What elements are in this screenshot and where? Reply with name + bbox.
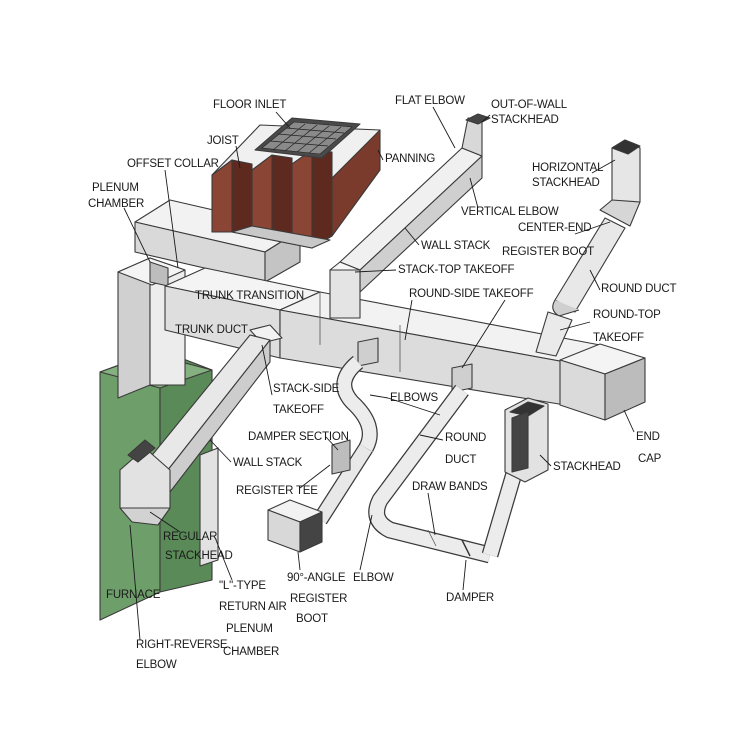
label-trunk-duct: TRUNK DUCT	[175, 324, 248, 336]
label-round-duct-top: ROUND DUCT	[601, 283, 676, 295]
floor-inlet-grille	[254, 117, 361, 159]
label-horizontal-stackhead-2: STACKHEAD	[532, 177, 600, 189]
label-right-reverse-1: RIGHT-REVERSE	[136, 639, 228, 651]
label-regular-stackhead-2: STACKHEAD	[165, 550, 233, 562]
label-l-type-1: "L"-TYPE	[219, 580, 266, 592]
label-register-tee: REGISTER TEE	[236, 485, 318, 497]
label-right-reverse-2: ELBOW	[136, 659, 177, 671]
label-horizontal-stackhead-1: HORIZONTAL	[532, 162, 604, 174]
label-elbows: ELBOWS	[390, 392, 439, 404]
label-panning: PANNING	[385, 153, 435, 165]
wall-stack-left	[119, 324, 283, 526]
label-center-end-1: CENTER-END	[518, 222, 591, 234]
label-end-cap-2: CAP	[638, 453, 662, 465]
label-angle-boot-3: BOOT	[296, 613, 328, 625]
label-trunk-transition: TRUNK TRANSITION	[195, 290, 304, 302]
label-stack-side-1: STACK-SIDE	[273, 383, 340, 395]
label-l-type-2: RETURN AIR	[219, 601, 287, 613]
leader-lines	[123, 106, 635, 641]
label-furnace: FURNACE	[106, 589, 161, 601]
label-damper: DAMPER	[446, 592, 494, 604]
label-l-type-4: CHAMBER	[223, 646, 279, 658]
label-center-end-2: REGISTER BOOT	[502, 246, 594, 258]
label-round-duct-mid-1: ROUND	[445, 432, 486, 444]
label-angle-boot-1: 90°-ANGLE	[287, 572, 346, 584]
wall-stack-upper	[329, 113, 491, 319]
label-out-of-wall-2: STACKHEAD	[491, 114, 559, 126]
label-draw-bands: DRAW BANDS	[412, 481, 488, 493]
round-duct-right	[535, 139, 641, 357]
round-duct-run	[267, 337, 549, 564]
label-wall-stack-left: WALL STACK	[233, 457, 303, 469]
label-offset-collar: OFFSET COLLAR	[127, 158, 219, 170]
label-elbow: ELBOW	[353, 572, 394, 584]
labels: FLOOR INLET JOIST OFFSET COLLAR PLENUM C…	[88, 95, 677, 671]
label-out-of-wall-1: OUT-OF-WALL	[491, 99, 568, 111]
label-wall-stack-top: WALL STACK	[421, 240, 491, 252]
label-damper-section: DAMPER SECTION	[248, 431, 349, 443]
label-l-type-3: PLENUM	[226, 623, 273, 635]
label-joist: JOIST	[207, 135, 239, 147]
label-flat-elbow: FLAT ELBOW	[395, 95, 465, 107]
label-vertical-elbow: VERTICAL ELBOW	[461, 206, 559, 218]
return-air-plenum	[199, 447, 219, 567]
label-stack-top-takeoff: STACK-TOP TAKEOFF	[398, 264, 514, 276]
label-floor-inlet: FLOOR INLET	[213, 99, 286, 111]
label-plenum-chamber-1: PLENUM	[92, 182, 139, 194]
label-angle-boot-2: REGISTER	[290, 593, 347, 605]
label-round-top-takeoff-2: TAKEOFF	[593, 332, 644, 344]
label-round-top-takeoff-1: ROUND-TOP	[593, 309, 661, 321]
label-end-cap-1: END	[636, 431, 660, 443]
label-plenum-chamber-2: CHAMBER	[88, 198, 144, 210]
label-stack-side-2: TAKEOFF	[273, 404, 324, 416]
label-regular-stackhead-1: REGULAR	[163, 531, 217, 543]
label-round-side-takeoff: ROUND-SIDE TAKEOFF	[409, 288, 534, 300]
label-round-duct-mid-2: DUCT	[445, 454, 476, 466]
label-stackhead: STACKHEAD	[553, 461, 621, 473]
